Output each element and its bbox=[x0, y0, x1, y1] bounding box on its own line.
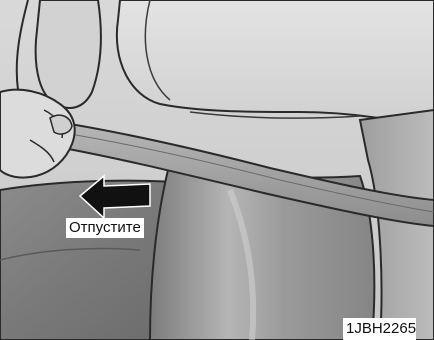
figure-code: 1JBH2265 bbox=[343, 318, 416, 340]
upper-arm bbox=[36, 0, 101, 108]
release-callout-label: Отпустите bbox=[66, 218, 144, 238]
